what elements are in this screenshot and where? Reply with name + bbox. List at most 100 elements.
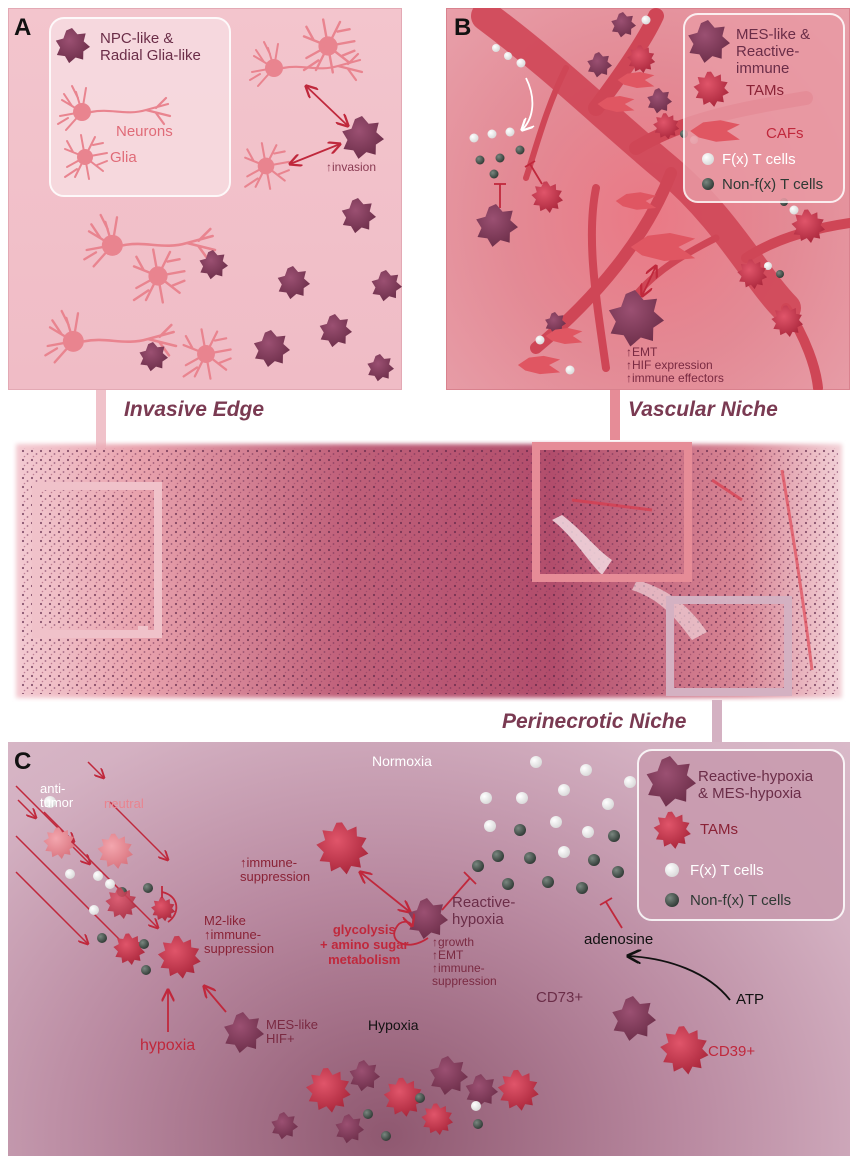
tumor-cell-icon xyxy=(341,198,376,234)
effect-immune-line-2: suppression xyxy=(432,974,497,988)
mes-hif-cell-icon xyxy=(224,1012,264,1053)
normoxia-label: Normoxia xyxy=(372,753,432,769)
panel-b-vascular-niche: B MES-like & Reactive- immune TAMs CAFs … xyxy=(446,8,850,390)
m2-tam-icon xyxy=(157,935,201,979)
perinecrotic-niche-label: Perinecrotic Niche xyxy=(502,710,687,733)
immune-supp-label: ↑immune- suppression xyxy=(240,856,310,884)
panel-a-legend-box xyxy=(49,17,231,197)
neutral-label: neutral xyxy=(104,796,144,811)
reactive-effects-list: ↑growth ↑EMT ↑immune- suppression xyxy=(432,936,497,988)
glia-mid-icon xyxy=(244,142,290,190)
legend-nonfx-t-cell-icon xyxy=(665,893,679,907)
mes-line-2: HIF+ xyxy=(266,1031,295,1046)
legend-nonfx-label: Non-f(x) T cells xyxy=(690,892,792,909)
tumor-cell-icon xyxy=(342,116,384,159)
histology-tissue-strip xyxy=(12,440,846,702)
legend-tams-label: TAMs xyxy=(700,821,739,838)
effect-emt: ↑EMT xyxy=(626,345,658,359)
mes-tumor-cell-icon xyxy=(647,88,672,114)
caf-cell-icon xyxy=(615,192,657,210)
mes-hif-label: MES-like HIF+ xyxy=(266,1018,318,1046)
legend-mes-line-2: Reactive- xyxy=(736,43,800,60)
tissue-image xyxy=(16,442,842,698)
mes-tumor-cell-icon xyxy=(611,12,636,38)
connector-a xyxy=(96,390,106,486)
glycolysis-line-2: + amino sugar xyxy=(320,937,409,952)
fx-t-cell xyxy=(505,127,515,137)
legend-cafs-label: CAFs xyxy=(766,125,804,142)
mes-tumor-cell-icon xyxy=(587,52,612,78)
panel-a-invasive-edge: A NPC-like & Radial Glia-like Neurons Gl… xyxy=(8,8,402,390)
legend-mes-line-3: immune xyxy=(736,60,790,77)
tumor-cell-icon xyxy=(430,1056,468,1095)
tumor-cell-icon xyxy=(371,270,402,302)
legend-glia-label: Glia xyxy=(110,149,137,166)
tumor-cell-icon xyxy=(335,1114,364,1144)
arrow-tam-reactive xyxy=(360,872,410,912)
glycolysis-label: glycolysis + amino sugar metabolism xyxy=(320,922,409,967)
legend-fx-t-cell-icon xyxy=(665,863,679,877)
panel-b-legend-box xyxy=(683,13,845,203)
panel-c-illustration xyxy=(15,749,845,1144)
tam-cell-icon xyxy=(421,1103,454,1136)
panel-b-illustration xyxy=(469,8,850,390)
m2-inhibition-curve xyxy=(161,891,178,923)
tumor-cell-icon xyxy=(367,354,394,382)
nonfx-t-cell xyxy=(495,153,505,163)
inhibition-line xyxy=(529,163,543,185)
fx-t-cell xyxy=(487,129,497,139)
t-cell-cloud xyxy=(472,756,636,894)
tam-cell-icon xyxy=(531,181,564,214)
perinecrotic-niche-box xyxy=(666,596,792,696)
fx-t-cell xyxy=(469,133,479,143)
tumor-cell-icon xyxy=(271,1112,298,1140)
invasion-label: ↑invasion xyxy=(326,160,377,174)
legend-reactive-line-2: & MES-hypoxia xyxy=(698,785,802,802)
neuron-lower-1-icon xyxy=(83,213,217,268)
effect-hif: ↑HIF expression xyxy=(626,358,713,372)
hypoxia-red-label: hypoxia xyxy=(140,1037,196,1054)
reactive-line-1: Reactive- xyxy=(452,894,516,911)
fx-t-cell xyxy=(504,52,512,60)
tam-cell-icon xyxy=(105,887,138,920)
glia-lower-2-icon xyxy=(182,328,232,380)
effect-emt: ↑EMT xyxy=(432,948,464,962)
legend-fx-label: F(x) T cells xyxy=(690,862,764,879)
nonfx-t-cell xyxy=(489,169,499,179)
invasive-edge-box xyxy=(32,482,162,638)
legend-npc-line-2: Radial Glia-like xyxy=(100,47,201,64)
invasive-edge-label: Invasive Edge xyxy=(124,398,265,421)
panel-b-letter: B xyxy=(454,14,472,41)
reactive-inhibition-line xyxy=(441,877,471,911)
m2-line-1: M2-like xyxy=(204,913,246,928)
m2-like-label: M2-like ↑immune- suppression xyxy=(204,914,274,956)
atp-to-adenosine-arrow xyxy=(628,956,731,1001)
vascular-niche-label: Vascular Niche xyxy=(628,398,778,421)
effect-immune-line-1: ↑immune- xyxy=(432,961,485,975)
legend-npc-line-1: NPC-like & xyxy=(100,30,174,47)
connector-b xyxy=(610,390,620,440)
tumor-cell-icon xyxy=(277,266,310,300)
legend-reactive-label: Reactive-hypoxia & MES-hypoxia xyxy=(698,768,813,802)
panel-c-legend-box xyxy=(637,749,845,921)
legend-reactive-line-1: Reactive-hypoxia xyxy=(698,768,814,785)
mes-tumor-cell-icon xyxy=(608,290,664,347)
metabolism-loop xyxy=(393,922,429,946)
anti-tumor-tam-icon xyxy=(43,827,76,860)
glia-lower-icon xyxy=(132,248,186,304)
caf-cell-icon xyxy=(517,355,561,375)
hypoxia-center-label: Hypoxia xyxy=(368,1017,419,1033)
neuron-top-icon xyxy=(248,40,364,88)
reactive-hypoxia-cell-icon xyxy=(408,898,448,939)
legend-mes-line-1: MES-like & xyxy=(736,26,811,43)
nonfx-t-cell xyxy=(515,145,525,155)
vascular-niche-box xyxy=(532,442,692,582)
fx-t-cell xyxy=(516,58,526,68)
legend-fx-label: F(x) T cells xyxy=(722,151,796,168)
arrow-neuron-tumor xyxy=(306,86,348,126)
immune-supp-line-2: suppression xyxy=(240,869,311,884)
effect-growth: ↑growth xyxy=(432,935,475,949)
glycolysis-line-3: metabolism xyxy=(328,952,401,967)
tam-cell-icon xyxy=(306,1068,351,1113)
vascular-effects-list: ↑EMT ↑HIF expression ↑immune effectors xyxy=(626,346,724,385)
